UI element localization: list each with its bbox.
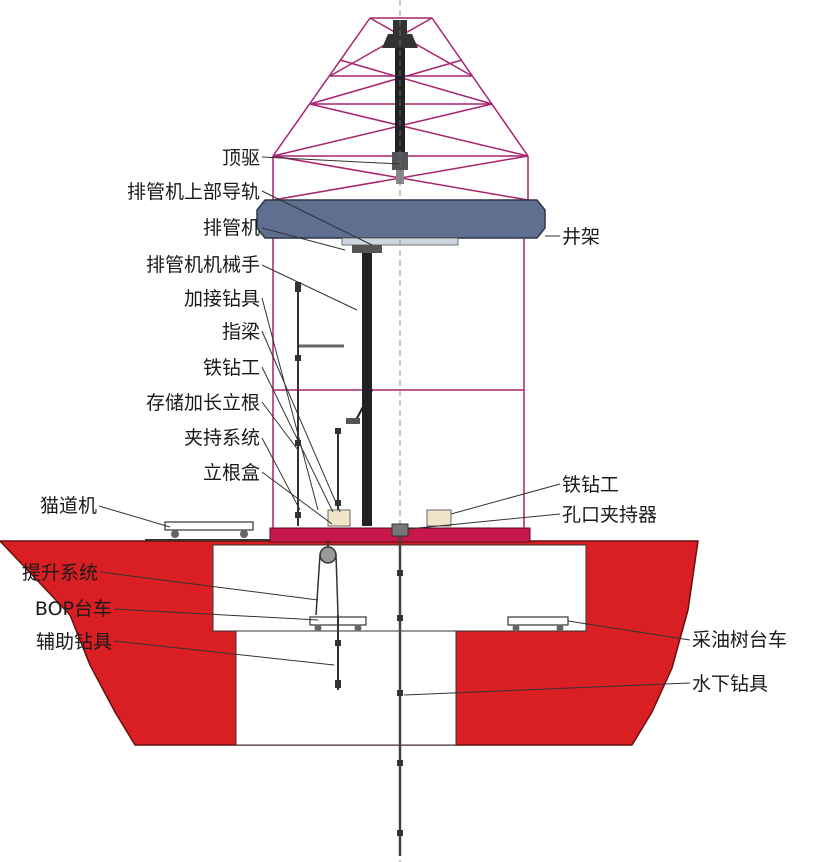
label-clamping-system: 夹持系统 <box>184 427 260 449</box>
label-top-drive: 顶驱 <box>222 147 260 169</box>
label-iron-roughneck-right: 铁钻工 <box>562 474 619 496</box>
label-extra-drill-tool: 加接钻具 <box>184 288 260 310</box>
label-tree-trolley: 采油树台车 <box>692 629 787 651</box>
label-subsea-drill-tool: 水下钻具 <box>692 673 768 695</box>
label-iron-roughneck-left: 铁钻工 <box>203 357 260 379</box>
label-wellhead-clamp: 孔口夹持器 <box>562 504 657 526</box>
crown-block <box>256 199 546 239</box>
catwalk-machine <box>164 521 254 538</box>
moonpool-lower <box>235 630 457 746</box>
label-derrick: 井架 <box>562 226 600 248</box>
pipe-racker-column <box>346 245 382 526</box>
subsea-drill-string <box>397 536 403 856</box>
label-catwalk: 猫道机 <box>40 495 97 517</box>
wellhead-clamp-box <box>391 523 409 537</box>
label-pipe-racker-arm: 排管机机械手 <box>146 254 260 276</box>
labels: 顶驱 排管机上部导轨 排管机 井架 排管机机械手 加接钻具 指梁 铁钻工 存储加… <box>22 147 787 695</box>
tree-trolley <box>507 616 569 632</box>
label-bop-trolley: BOP台车 <box>35 598 112 620</box>
label-setback-box: 立根盒 <box>203 462 260 484</box>
label-stored-stand: 存储加长立根 <box>146 392 260 414</box>
label-finger-beam: 指梁 <box>222 321 260 343</box>
leader-lines <box>98 156 691 696</box>
aux-drill-string <box>335 615 341 690</box>
hoist-system <box>315 540 339 616</box>
label-pipe-racker-upper-rail: 排管机上部导轨 <box>127 181 260 203</box>
label-hoist-system: 提升系统 <box>22 562 98 584</box>
label-aux-drill-tool: 辅助钻具 <box>36 631 112 653</box>
stored-stands <box>297 282 339 526</box>
iron-roughneck-right-box <box>426 509 452 527</box>
label-pipe-racker: 排管机 <box>203 217 260 239</box>
